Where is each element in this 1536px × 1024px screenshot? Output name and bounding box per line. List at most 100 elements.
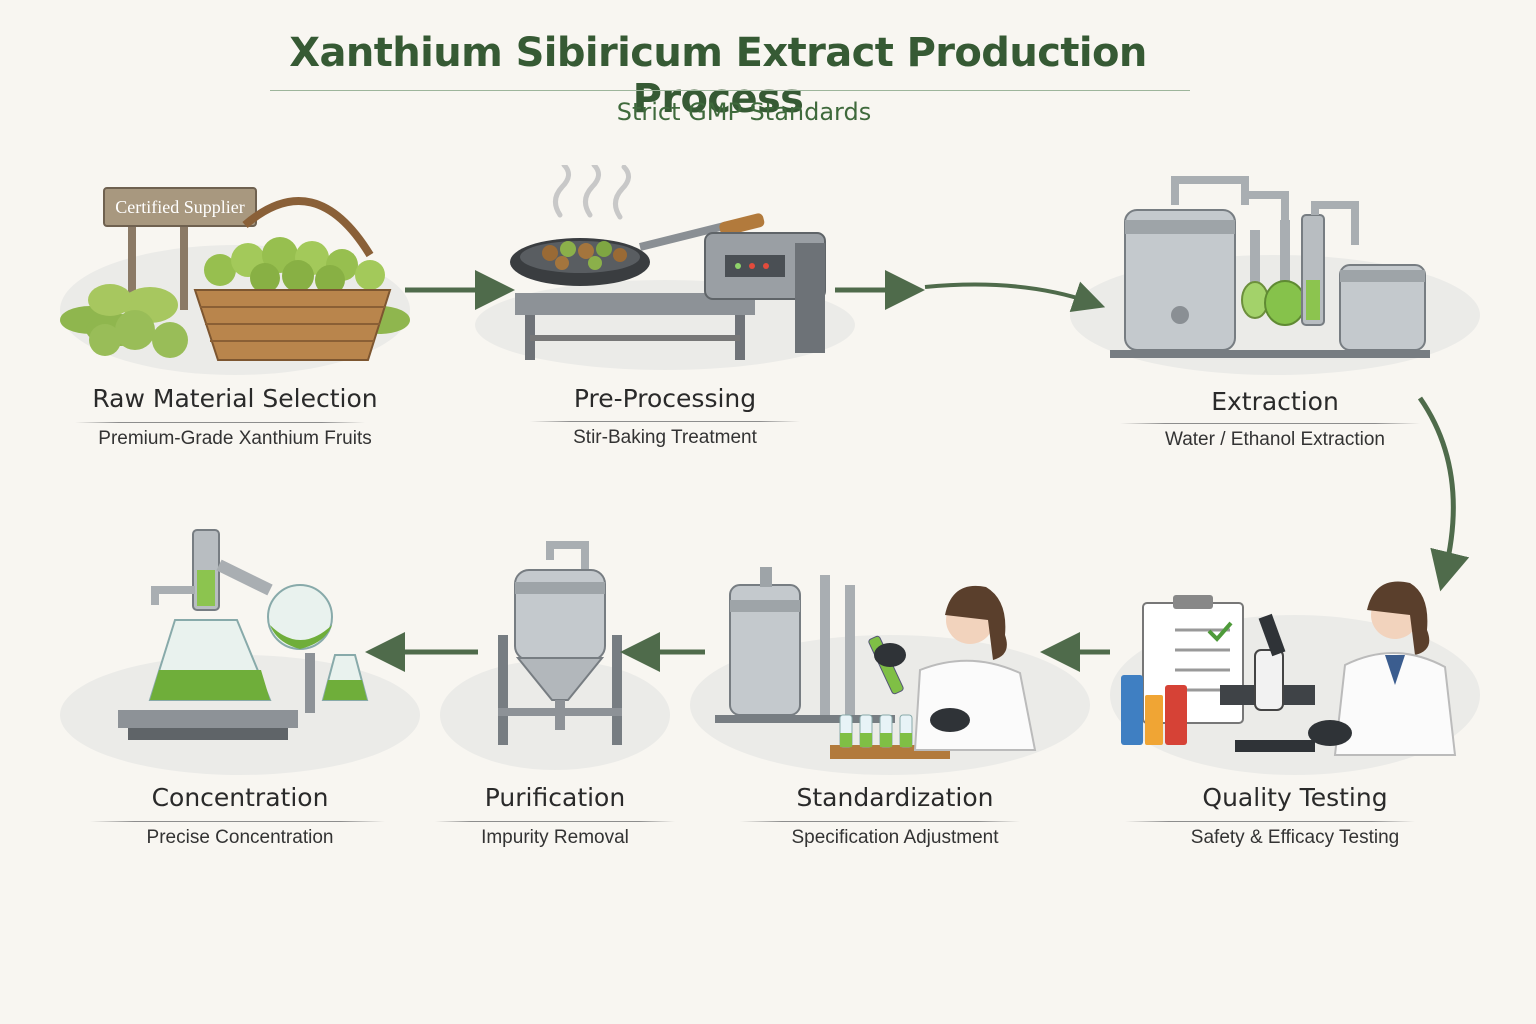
scrubs: [1385, 655, 1405, 685]
condensate: [197, 570, 215, 606]
step-label: Extraction: [1211, 387, 1339, 416]
column: [1280, 220, 1290, 290]
rotary-flask: [267, 584, 333, 650]
process-pipe: [820, 575, 830, 715]
receiving-liquid: [323, 680, 367, 700]
microscope-body: [1254, 649, 1284, 711]
step-description: Water / Ethanol Extraction: [1164, 429, 1385, 450]
step-purification: Purification Impurity Removal: [435, 540, 675, 865]
page-title: Xanthium Sibiricum Extract Production Pr…: [289, 30, 1147, 122]
machine-side: [795, 243, 825, 353]
step-divider: [435, 821, 675, 822]
support-rod: [305, 653, 315, 713]
condensate: [1306, 280, 1320, 320]
purification-illustration: [440, 541, 670, 770]
step-description: Stir-Baking Treatment: [573, 427, 757, 448]
concentration-illustration: [60, 529, 420, 775]
sign-text: Certified Supplier: [115, 197, 244, 217]
sign-post: [180, 210, 188, 310]
pre-processing-illustration: [475, 165, 855, 370]
title-divider: [270, 90, 1190, 91]
microscope-eyepiece: [1258, 613, 1286, 657]
step-concentration: Concentration Precise Concentration: [55, 525, 425, 865]
transfer-pipe: [1311, 201, 1359, 245]
column: [1250, 230, 1260, 300]
tank-top: [760, 567, 772, 587]
support-leg: [498, 635, 508, 745]
table-bar: [530, 335, 740, 341]
tank-band: [1340, 270, 1425, 282]
outlet-valve: [555, 700, 565, 730]
step-label: Concentration: [151, 783, 329, 812]
flask: [1264, 280, 1306, 326]
step-label: Purification: [484, 783, 626, 812]
clipboard-clip: [1173, 595, 1213, 609]
check-mark-icon: [1207, 621, 1233, 642]
tank-band: [1125, 220, 1235, 234]
vapor-pipe: [151, 586, 195, 605]
lab-coat: [1333, 652, 1457, 756]
step-label: Standardization: [796, 783, 994, 812]
step-divider: [1125, 821, 1415, 822]
basket-handle: [242, 197, 374, 258]
step-description: Specification Adjustment: [791, 827, 999, 848]
steam-pipe: [1245, 191, 1289, 225]
step-pre-processing: Pre-Processing Stir-Baking Treatment: [470, 165, 860, 465]
standardization-illustration: [690, 567, 1090, 775]
inlet-pipe: [546, 541, 589, 570]
steam: [553, 165, 631, 220]
support-leg: [612, 635, 622, 745]
lab-coat: [913, 659, 1037, 751]
step-divider: [90, 821, 385, 822]
step-divider: [740, 821, 1020, 822]
handle-grip: [719, 213, 765, 236]
sign-post: [128, 210, 136, 310]
gloved-hand: [930, 708, 970, 732]
microscope-base: [1235, 740, 1315, 752]
reagent-bottle: [1145, 695, 1163, 745]
gloved-hand: [874, 643, 906, 667]
burr-foreground: [89, 310, 188, 358]
step-extraction: Extraction Water / Ethanol Extraction: [1070, 165, 1480, 465]
step-description: Precise Concentration: [146, 827, 334, 848]
step-raw-material-selection: Certified Supplier Raw Material Selectio…: [50, 170, 420, 470]
process-pipe: [845, 585, 855, 715]
step-label: Quality Testing: [1202, 783, 1388, 812]
step-description: Safety & Efficacy Testing: [1190, 827, 1400, 848]
gloved-hand: [1308, 720, 1352, 746]
conical-bottom: [515, 657, 605, 701]
indicator-light: [735, 263, 741, 269]
step-divider: [1120, 423, 1420, 424]
rotary-flask-liquid: [270, 625, 332, 649]
heating-plate: [118, 710, 298, 728]
roasting-fruits: [542, 241, 627, 270]
reagent-bottle: [1121, 675, 1143, 745]
vessel-band: [515, 582, 605, 594]
quality-testing-illustration: [1110, 581, 1480, 775]
scientist-hair: [945, 585, 1007, 660]
step-label: Raw Material Selection: [92, 384, 378, 413]
step-description: Premium-Grade Xanthium Fruits: [98, 428, 372, 449]
concentrate-liquid: [150, 670, 270, 700]
rotary-arm: [216, 559, 273, 596]
sign-board: [103, 187, 257, 227]
equipment-base: [1110, 350, 1430, 358]
equipment-base: [715, 715, 895, 723]
reagent-bottle: [1165, 685, 1187, 745]
step-divider: [530, 421, 800, 422]
extraction-illustration: [1070, 176, 1480, 375]
pan-handle: [639, 221, 729, 251]
indicator-light: [763, 263, 769, 269]
indicator-light: [749, 263, 755, 269]
step-divider: [75, 422, 365, 423]
raw-material-illustration: Certified Supplier: [60, 187, 410, 375]
stove-table: [515, 293, 755, 315]
burr-pile: [204, 237, 385, 295]
basket-weave: [200, 306, 385, 342]
step-description: Impurity Removal: [481, 827, 629, 848]
page-subtitle: Strict GMP Standards: [616, 98, 872, 126]
pressure-gauge: [1171, 306, 1189, 324]
flask: [1241, 281, 1269, 319]
curved-arrow-icon: [924, 281, 1106, 312]
